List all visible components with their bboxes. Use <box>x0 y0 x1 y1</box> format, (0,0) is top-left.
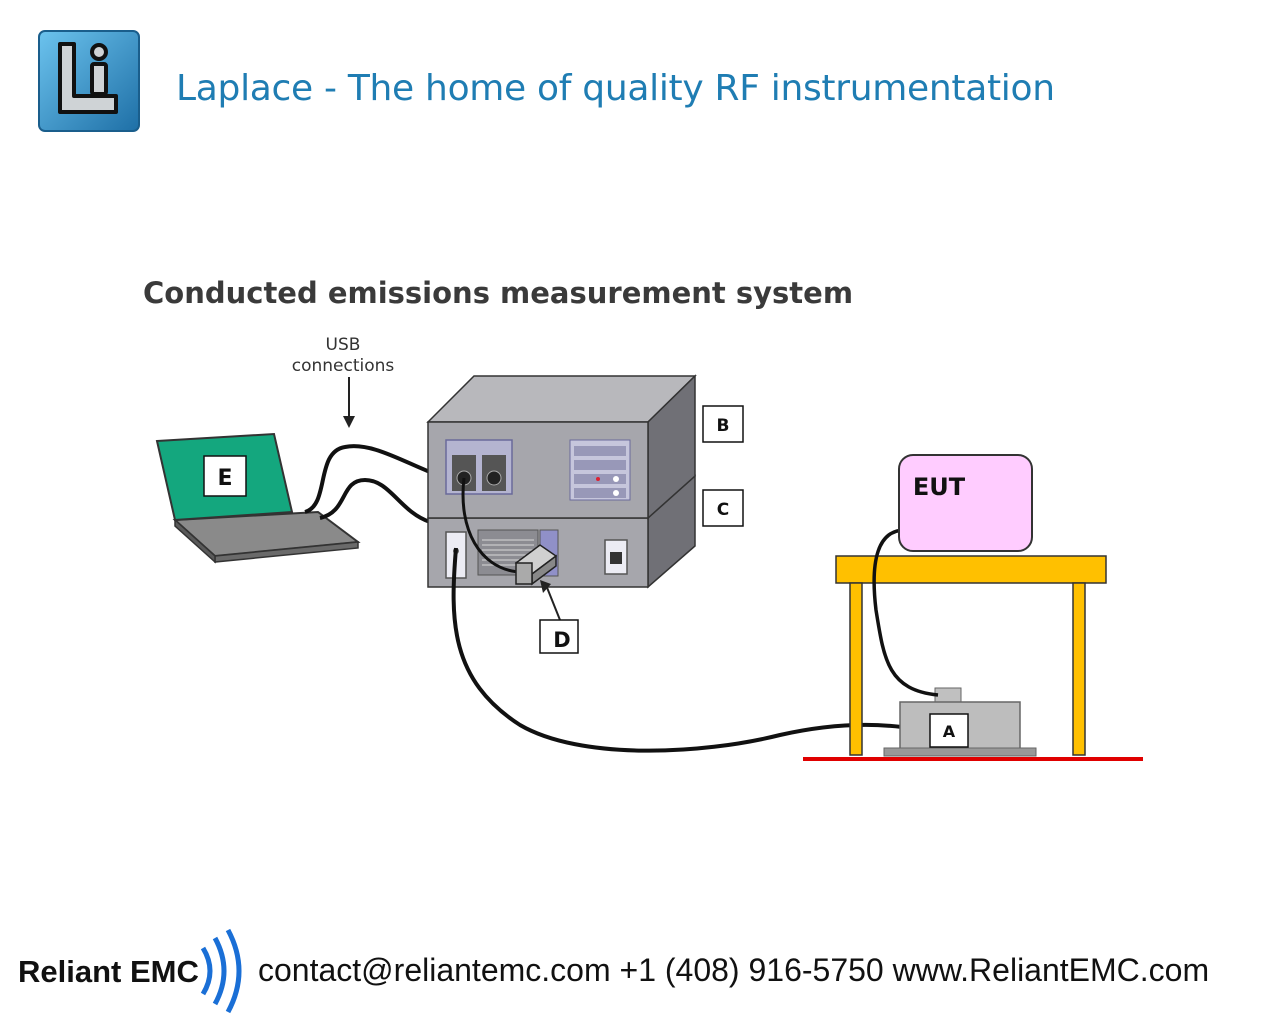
label-d: D <box>553 628 570 652</box>
laptop: E <box>155 432 361 564</box>
label-eut: EUT <box>913 473 966 501</box>
label-b: B <box>717 416 730 436</box>
footer: Reliant EMC contact@reliantemc.com +1 (4… <box>0 926 1280 1016</box>
laplace-logo <box>38 30 140 132</box>
header-title: Laplace - The home of quality RF instrum… <box>176 68 1055 109</box>
label-box-b <box>702 405 744 443</box>
signal-waves-icon <box>200 928 242 1014</box>
label-e: E <box>217 466 232 491</box>
usb-arrow <box>343 377 355 428</box>
diagram-title: Conducted emissions measurement system <box>143 276 854 310</box>
label-box-d <box>539 619 579 654</box>
instrument-b <box>426 374 697 520</box>
label-a: A <box>943 722 956 741</box>
lisn-a: A <box>883 687 1037 757</box>
eut-box: EUT <box>898 454 1033 552</box>
footer-brand: Reliant EMC <box>18 954 199 989</box>
table <box>835 555 1107 756</box>
device-d <box>514 544 558 586</box>
usb-annotation-line1: USB <box>326 335 361 355</box>
label-c: C <box>717 500 729 520</box>
footer-contact[interactable]: contact@reliantemc.com +1 (408) 916-5750… <box>258 952 1210 988</box>
label-box-c <box>702 489 744 527</box>
usb-annotation-line2: connections <box>292 356 395 376</box>
label-box-a <box>929 713 969 748</box>
label-box-e <box>203 455 247 497</box>
